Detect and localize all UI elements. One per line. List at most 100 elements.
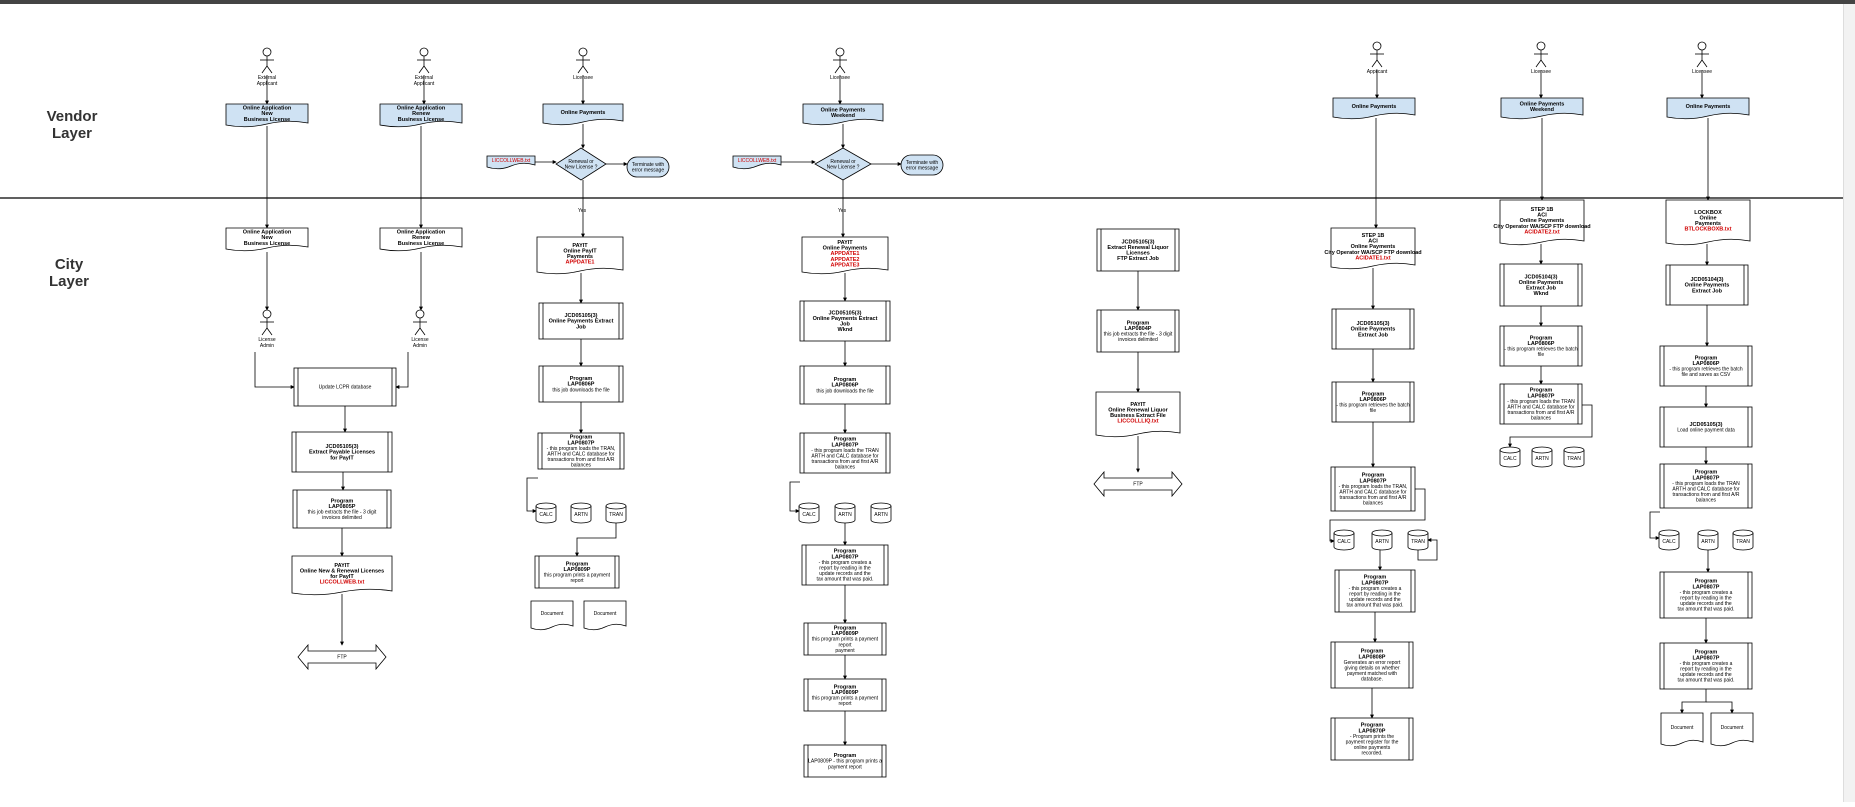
node-db: ARTN (834, 502, 856, 524)
node-label: online payments (1354, 745, 1391, 751)
node-label: Weekend (1530, 107, 1554, 113)
actor-leg (1701, 59, 1708, 68)
node-label: transactions from and first A/R (1340, 495, 1407, 501)
database-body (1732, 533, 1754, 551)
node-label: Online (1699, 215, 1716, 221)
node-process: JCD05105(3)Load online payment data (1659, 406, 1753, 448)
node-label: this program prints a payment (544, 572, 611, 578)
node-label: ARTH and CALC database for (1339, 489, 1407, 495)
node-label: APPDATE1 (566, 260, 595, 266)
node-label: report by reading in the (819, 565, 871, 571)
node-label: LICCOLLLIQ.txt (1117, 419, 1158, 425)
node-label: this job extracts the file - 3 digit (308, 509, 377, 515)
document-shape (732, 155, 782, 170)
node-label: update records and the (1680, 601, 1732, 607)
node-label: LAP0807P (1693, 655, 1720, 661)
node-label: New License ? (827, 164, 860, 170)
connector (1649, 511, 1660, 540)
node-db: CALC (535, 502, 557, 524)
node-label: error message (632, 167, 664, 173)
node-label: Weekend (831, 113, 855, 119)
document-shape (379, 227, 463, 252)
node-label: Payments (567, 254, 593, 260)
node-label: STEP 1B (1362, 233, 1385, 239)
actor-label: Licensee (1692, 69, 1712, 75)
node-label: tax amount that was paid. (1678, 607, 1735, 613)
node-label: PAYIT (334, 563, 350, 569)
node-label: this program prints a payment (812, 695, 879, 701)
node-label: LICCOLLWEB.txt (738, 158, 777, 164)
database-top (1563, 446, 1585, 454)
document-shape (542, 103, 624, 126)
node-label: - this program loads the TRAN, (1339, 484, 1408, 490)
node-doc: Document (583, 600, 627, 631)
actor-leg (1696, 59, 1703, 68)
right-scrollbar[interactable] (1843, 4, 1855, 802)
node-label: Job (576, 324, 586, 330)
node-label: LAP0807P (1693, 584, 1720, 590)
node-process: JCD05105(3)Extract Renewal LiquorLicense… (1096, 228, 1180, 272)
node-label: transactions from and first A/R (548, 457, 615, 463)
node-label: payment (835, 648, 855, 654)
node-label: Online Payments (1352, 104, 1397, 110)
decision-shape (555, 147, 607, 181)
node-label: LAP0806P (568, 382, 595, 388)
decision-shape (814, 147, 872, 181)
node-label: Business Extract File (1110, 413, 1166, 419)
connector (395, 352, 409, 389)
node-label: - this program creates a (1680, 590, 1733, 596)
database-body (1658, 533, 1680, 551)
node-label: database. (1361, 677, 1383, 683)
node-label: balances (1531, 416, 1552, 422)
node-label: LAP0807P (832, 554, 859, 560)
document-shape (536, 236, 624, 275)
node-label: - this program loads the TRAN (1507, 399, 1575, 405)
node-label: Program (1362, 391, 1385, 397)
actor-leg (1376, 59, 1383, 68)
process-box (803, 744, 887, 778)
node-label: Online Application (243, 230, 292, 236)
process-box (1659, 642, 1753, 690)
node-label: PAYIT (1130, 402, 1146, 408)
actor-leg (261, 327, 268, 336)
process-box (1096, 228, 1180, 272)
node-db: CALC (798, 502, 820, 524)
node-label: report (570, 578, 584, 584)
node-label: update records and the (1349, 597, 1401, 603)
node-label: Licenses (1126, 250, 1150, 256)
database-body (1531, 450, 1553, 468)
document-shape (530, 600, 574, 631)
process-box (291, 431, 393, 473)
node-actor: Licensee (573, 47, 593, 81)
node-label: - this program loads the TRAN (1672, 481, 1740, 487)
node-label: Terminate with (632, 162, 664, 168)
node-label: Online Payments (561, 110, 606, 116)
node-label: JCD05105(3) (828, 310, 861, 316)
database-body (605, 506, 627, 524)
node-label: file (1370, 408, 1377, 414)
node-label: invoices delimited (322, 515, 362, 521)
node-doc: Online Payments (1666, 97, 1750, 120)
node-label: ARTN (574, 512, 588, 518)
database-body (1499, 450, 1521, 468)
node-label: tax amount that was paid. (1678, 678, 1735, 684)
database-top (570, 502, 592, 510)
top-toolbar-strip (0, 0, 1855, 4)
document-shape (1500, 97, 1584, 120)
node-label: CALC (1503, 456, 1517, 462)
process-box (1499, 263, 1583, 307)
node-label: ARTH and CALC database for (547, 451, 615, 457)
